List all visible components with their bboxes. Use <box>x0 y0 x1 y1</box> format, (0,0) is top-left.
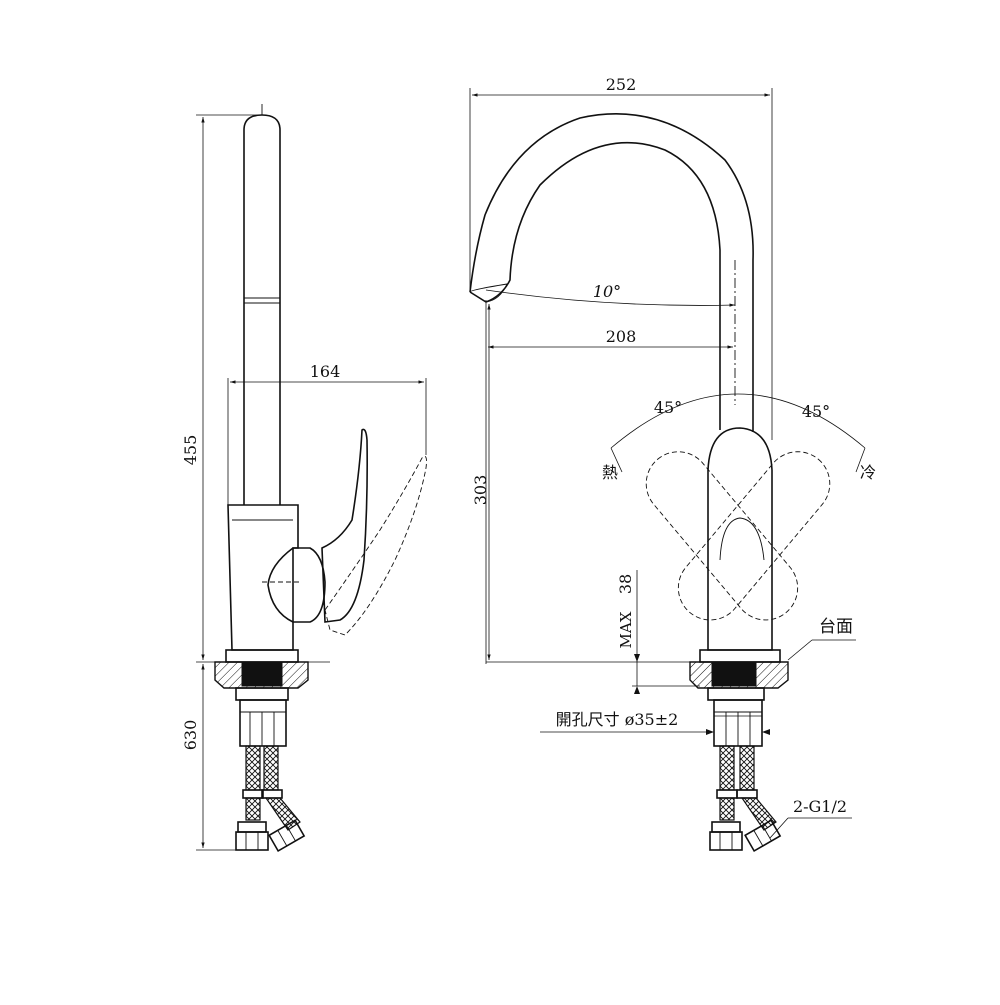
front-bolt-core <box>711 661 757 687</box>
side-handle <box>321 428 368 623</box>
side-bolt-core <box>241 661 283 687</box>
cold-label: 冷 <box>860 463 876 482</box>
front-view: 45° 45° 熱 冷 252 <box>469 75 876 853</box>
dim-max-label: MAX <box>617 611 635 648</box>
dim-455-label: 455 <box>181 435 200 466</box>
side-tube <box>243 114 281 505</box>
dim-10-arc <box>485 289 736 307</box>
side-handle-open <box>324 455 427 636</box>
side-body <box>227 504 299 651</box>
angle-left-label: 45° <box>654 398 682 417</box>
front-hose-left <box>719 745 735 791</box>
front-swing-arc <box>610 393 866 449</box>
connector-label: 2-G1/2 <box>793 797 847 816</box>
hole-size-label: 開孔尺寸 ø35±2 <box>556 710 679 729</box>
side-mounting-nut <box>239 699 287 747</box>
front-hose-right <box>739 745 755 791</box>
front-spout-outer <box>469 113 754 432</box>
side-view: 455 630 164 <box>181 104 427 853</box>
side-hose-right <box>263 745 279 791</box>
dim-max-value: 38 <box>616 574 635 594</box>
angle-right-label: 45° <box>802 402 830 421</box>
dim-164-label: 164 <box>310 362 341 381</box>
countertop-label: 台面 <box>819 617 853 637</box>
front-fitting-right <box>744 819 782 853</box>
dim-252-label: 252 <box>606 75 637 94</box>
front-body <box>707 427 773 651</box>
side-hose-left <box>245 745 261 791</box>
hot-label: 熱 <box>602 463 618 482</box>
side-fitting-left <box>235 831 269 851</box>
dim-208-label: 208 <box>606 327 637 346</box>
side-cartridge <box>267 547 326 623</box>
front-handle-hot <box>645 451 799 621</box>
front-fitting-left <box>709 831 743 851</box>
dim-303-label: 303 <box>471 475 490 506</box>
dim-10-label: 10° <box>593 282 621 301</box>
side-fitting-right <box>268 819 306 853</box>
front-spout-inner <box>469 141 721 430</box>
front-handle-cold <box>677 451 831 621</box>
dim-630-label: 630 <box>181 720 200 751</box>
